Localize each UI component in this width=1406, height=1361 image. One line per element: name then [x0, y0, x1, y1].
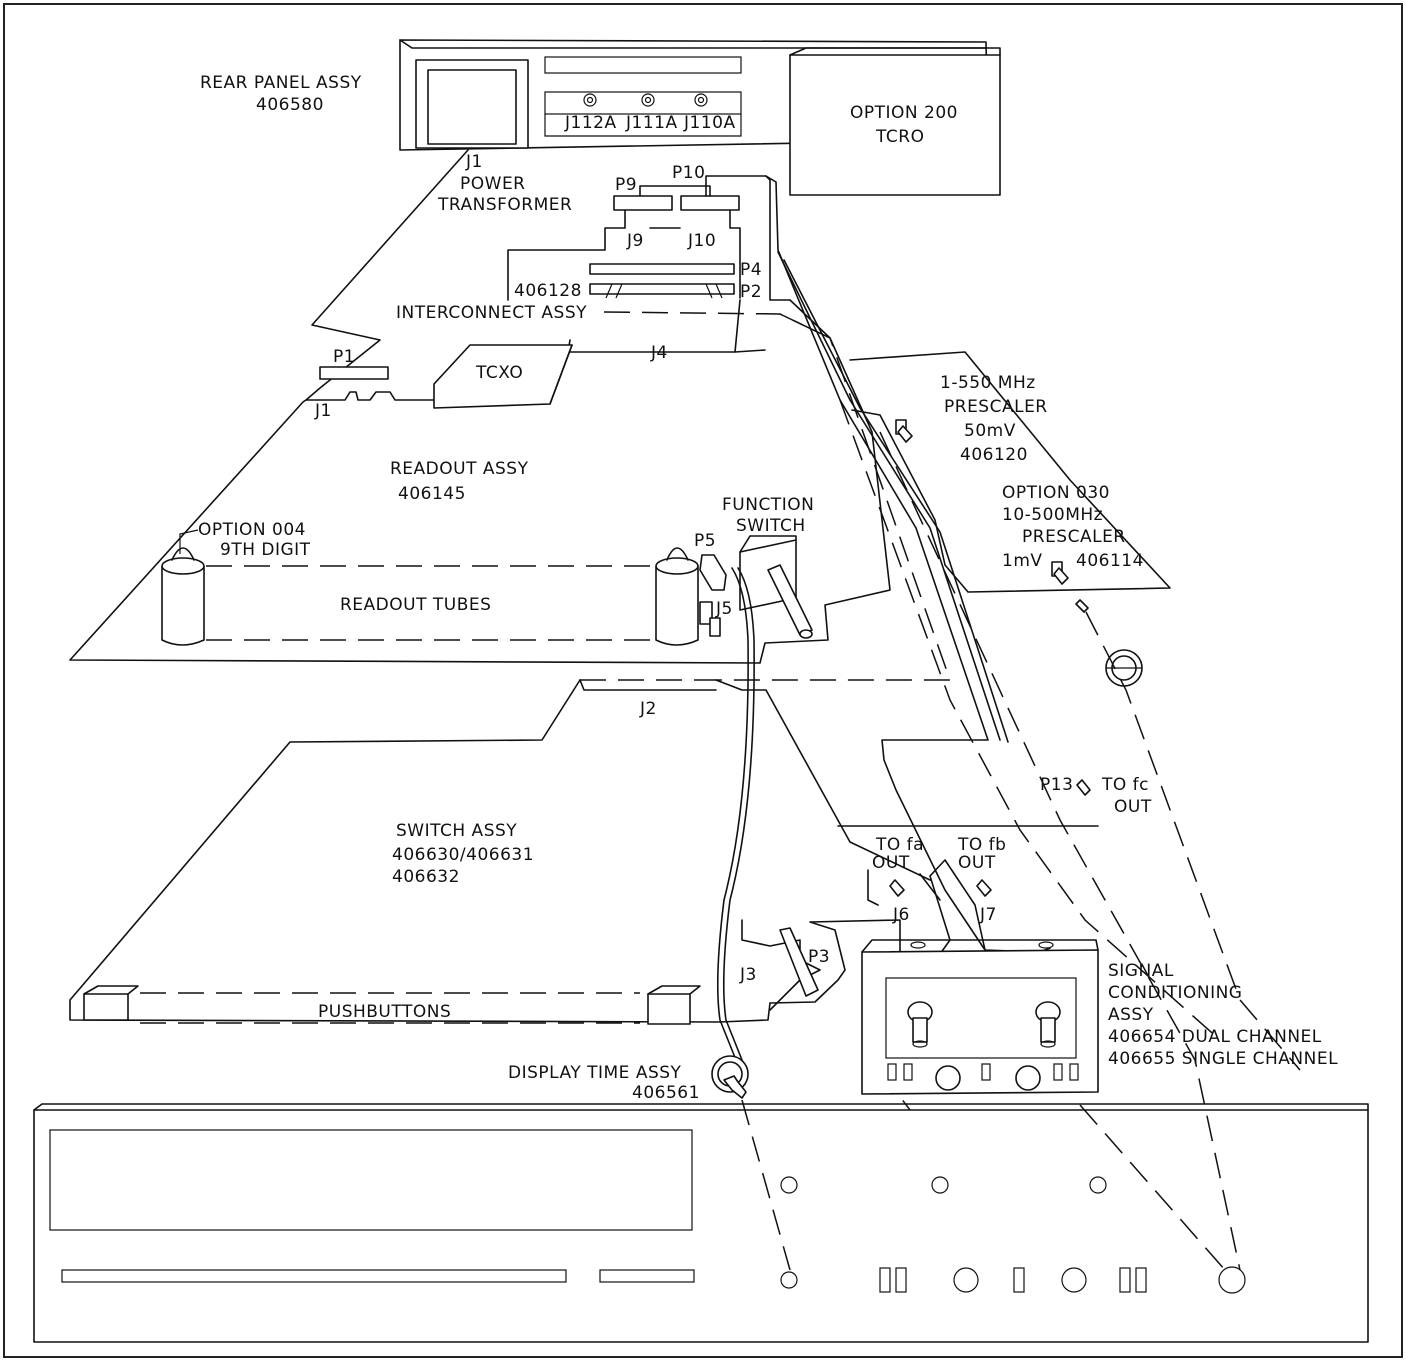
power-transformer-label-2: POWER [460, 174, 526, 194]
to-fb-label-1: TO fb [957, 835, 1006, 855]
option-200-tcro-module [789, 47, 1001, 196]
display-time-label-1: DISPLAY TIME ASSY [508, 1063, 682, 1083]
prescaler-550-label-3: 50mV [964, 421, 1016, 441]
option004-label-1: OPTION 004 [198, 520, 306, 540]
readout-tube-left [161, 547, 205, 646]
display-time-label-2: 406561 [632, 1083, 700, 1103]
bnc-connector-a [907, 1001, 933, 1048]
option030-label-3: PRESCALER [1022, 527, 1126, 547]
to-fa-label-1: TO fa [875, 835, 924, 855]
dashed-routing-lines [578, 313, 1301, 1271]
j112a-label: J112A [564, 113, 617, 133]
j3-label: J3 [739, 965, 757, 985]
signal-conditioning-assembly [861, 939, 1099, 1095]
option004-label-2: 9TH DIGIT [220, 540, 311, 560]
pushbuttons-label: PUSHBUTTONS [318, 1002, 451, 1022]
signal-conditioning-label-3: ASSY [1108, 1005, 1154, 1025]
power-transformer-label-1: J1 [465, 152, 483, 172]
interconnect-cables [716, 175, 1009, 1061]
p13-label: P13 [1040, 775, 1073, 795]
option030-label-4: 1mV [1002, 551, 1043, 571]
readout-assy-label-2: 406145 [398, 484, 466, 504]
j2-label: J2 [639, 699, 657, 719]
option-030-prescaler [1051, 561, 1143, 687]
readout-tubes-label: READOUT TUBES [340, 595, 491, 615]
signal-conditioning-label-4: 406654 DUAL CHANNEL [1108, 1027, 1322, 1047]
signal-conditioning-label-1: SIGNAL [1108, 961, 1174, 981]
j7-label: J7 [979, 905, 997, 925]
option030-label-5: 406114 [1076, 551, 1144, 571]
readout-assy-label-1: READOUT ASSY [390, 459, 529, 479]
j6-label: J6 [892, 905, 910, 925]
prescaler-board-550mhz [849, 351, 1171, 593]
p5-label: P5 [694, 531, 716, 551]
option030-label-2: 10-500MHz [1002, 505, 1103, 525]
function-switch-label-2: SWITCH [736, 516, 806, 536]
p9-label: P9 [615, 175, 637, 195]
j10-label: J10 [687, 231, 716, 251]
display-time-assembly [711, 1055, 749, 1099]
front-panel [33, 1103, 1369, 1343]
p10-label: P10 [672, 163, 705, 183]
switch-assy-label-1: SWITCH ASSY [396, 821, 517, 841]
to-fb-label-2: OUT [958, 853, 996, 873]
p2-label: P2 [740, 282, 762, 302]
rear-panel-label-2: 406580 [256, 95, 324, 115]
tcxo-label: TCXO [475, 363, 523, 383]
to-fa-label-2: OUT [872, 853, 910, 873]
to-fc-label-2: OUT [1114, 797, 1152, 817]
j1-readout-label: J1 [314, 401, 332, 421]
option004-leader-line [179, 529, 199, 554]
bnc-connector-b [1035, 1001, 1061, 1048]
page-frame [3, 3, 1403, 1358]
interconnect-assembly [507, 175, 831, 353]
p4-label: P4 [740, 260, 762, 280]
readout-tube-right [655, 547, 699, 646]
rear-panel-label-1: REAR PANEL ASSY [200, 73, 362, 93]
interconnect-number-label: 406128 [514, 281, 582, 301]
j5-label: J5 [715, 599, 733, 619]
p3-label: P3 [808, 947, 830, 967]
prescaler-550-label-1: 1-550 MHz [940, 373, 1036, 393]
prescaler-550-label-2: PRESCALER [944, 397, 1048, 417]
option200-label-1: OPTION 200 [850, 103, 958, 123]
option200-label-2: TCRO [875, 127, 924, 147]
switch-assy-label-3: 406632 [392, 867, 460, 887]
interconnect-name-label: INTERCONNECT ASSY [396, 303, 587, 323]
function-switch-label-1: FUNCTION [722, 495, 814, 515]
j4-label: J4 [650, 343, 668, 363]
prescaler-550-label-4: 406120 [960, 445, 1028, 465]
j9-label: J9 [626, 231, 644, 251]
switch-assy-label-2: 406630/406631 [392, 845, 534, 865]
p1-label: P1 [333, 347, 355, 367]
signal-conditioning-label-5: 406655 SINGLE CHANNEL [1108, 1049, 1338, 1069]
switch-assembly-board [69, 679, 1099, 1025]
j111a-label: J111A [625, 113, 678, 133]
readout-assembly-board [69, 149, 891, 664]
to-fc-label-1: TO fc [1101, 775, 1149, 795]
j110a-label: J110A [683, 113, 736, 133]
option030-label-1: OPTION 030 [1002, 483, 1110, 503]
rear-panel-assembly [399, 39, 989, 151]
signal-conditioning-label-2: CONDITIONING [1108, 983, 1242, 1003]
power-transformer-label-3: TRANSFORMER [437, 195, 572, 215]
